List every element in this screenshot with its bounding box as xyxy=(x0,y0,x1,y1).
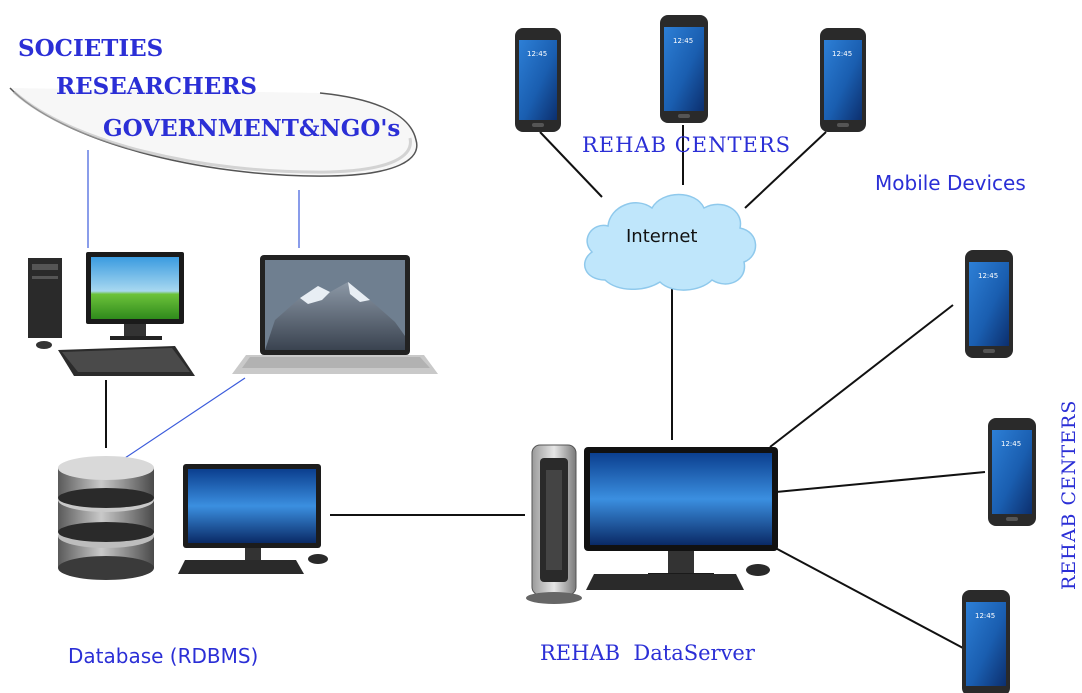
phone-time: 12:45 xyxy=(1001,440,1021,448)
internet-cloud-shape xyxy=(583,193,757,291)
smartphone-icon: 12:45 xyxy=(515,28,561,132)
cloud-label-researchers: RESEARCHERS xyxy=(56,73,257,100)
link-laptop-to-database xyxy=(121,377,246,461)
connections xyxy=(87,125,986,649)
cloud-label-societies: SOCIETIES xyxy=(18,35,163,62)
phone-time: 12:45 xyxy=(975,612,995,620)
smartphone-icon: 12:45 xyxy=(820,28,866,132)
smartphone-icon: 12:45 xyxy=(962,590,1010,693)
link-phone3-to-internet xyxy=(744,131,827,209)
internet-label: Internet xyxy=(626,226,697,247)
smartphone-icon: 12:45 xyxy=(965,250,1013,358)
link-phone1-to-internet xyxy=(539,131,603,198)
rehab-centers-side-label: REHAB CENTERS xyxy=(1058,400,1080,590)
laptop-icon xyxy=(232,255,438,374)
desktop-computer-icon xyxy=(28,252,195,376)
link-server-to-phone5 xyxy=(775,471,986,493)
cloud-label-government: GOVERNMENT&NGO's xyxy=(103,115,400,142)
phone-time: 12:45 xyxy=(527,50,547,58)
phone-time: 12:45 xyxy=(978,272,998,280)
monitor-icon xyxy=(178,464,328,574)
cloud-icon: Internet xyxy=(583,193,757,291)
database-icon xyxy=(58,456,154,580)
rehab-centers-top-label: REHAB CENTERS xyxy=(582,133,791,157)
link-server-to-phone6 xyxy=(765,542,964,649)
mobile-devices-label: Mobile Devices xyxy=(875,171,1026,195)
link-server-to-phone4 xyxy=(769,304,954,448)
phone-time: 12:45 xyxy=(673,37,693,45)
stakeholders-cloud: SOCIETIES RESEARCHERS GOVERNMENT&NGO's xyxy=(9,35,418,177)
smartphone-icon: 12:45 xyxy=(988,418,1036,526)
phone-time: 12:45 xyxy=(832,50,852,58)
database-label: Database (RDBMS) xyxy=(68,644,258,668)
cloud-shadow xyxy=(13,90,412,174)
dataserver-label: REHAB DataServer xyxy=(540,641,756,665)
server-computer-icon xyxy=(526,444,778,604)
smartphone-icon: 12:45 xyxy=(660,15,708,123)
